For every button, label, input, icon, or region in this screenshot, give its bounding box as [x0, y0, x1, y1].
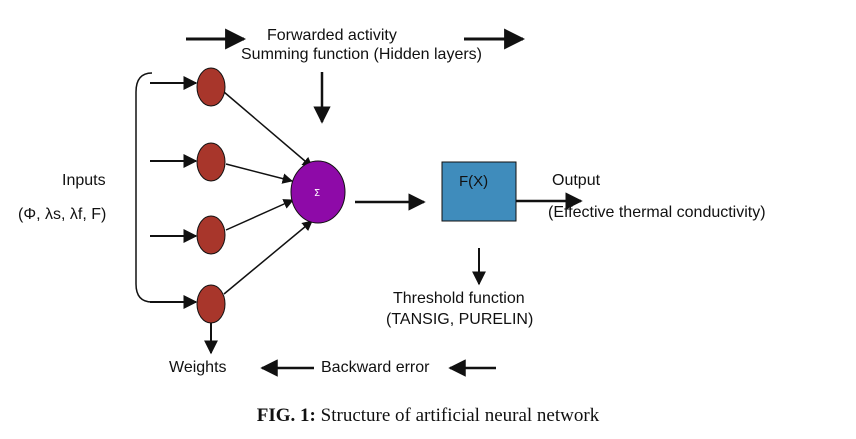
input-node-2	[196, 142, 226, 182]
threshold-types-label: (TANSIG, PURELIN)	[386, 311, 534, 328]
fx-label: F(X)	[459, 173, 489, 190]
weight-arrow-3	[225, 199, 294, 231]
caption-label: FIG. 1:	[256, 405, 316, 426]
backward-error-label: Backward error	[321, 359, 430, 376]
forwarded-activity-label: Forwarded activity	[267, 27, 397, 44]
inputs-label: Inputs	[62, 172, 106, 189]
inputs-bracket	[135, 72, 153, 303]
figure-caption: FIG. 1: Structure of artificial neural n…	[0, 405, 856, 427]
summing-function-label: Summing function (Hidden layers)	[241, 46, 482, 63]
threshold-function-label: Threshold function	[393, 290, 525, 307]
input-node-1	[196, 67, 226, 107]
input-node-4	[196, 284, 226, 324]
input-node-3	[196, 215, 226, 255]
activation-function-box	[441, 161, 517, 222]
output-label: Output	[552, 172, 601, 189]
weight-arrow-1	[223, 91, 313, 168]
input-variables-label: (Φ, λs, λf, F)	[18, 206, 107, 223]
weight-arrow-4	[223, 220, 313, 295]
output-description: (Effective thermal conductivity)	[548, 204, 766, 221]
summing-node	[290, 160, 346, 224]
weights-label: Weights	[169, 359, 227, 376]
weight-arrow-2	[225, 163, 294, 184]
sigma-symbol: Σ	[314, 188, 320, 199]
caption-text: Structure of artificial neural network	[315, 405, 600, 426]
